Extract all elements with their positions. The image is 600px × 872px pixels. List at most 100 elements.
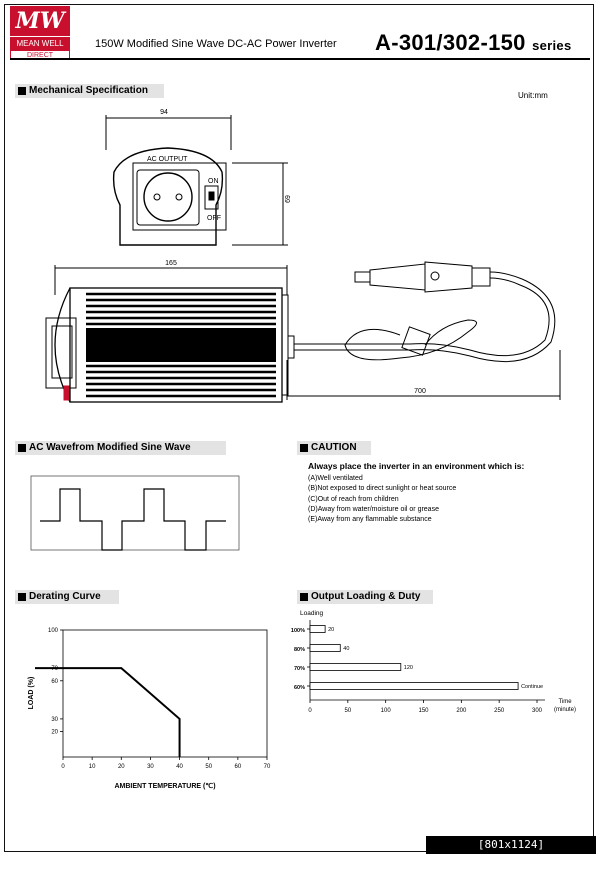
socket-frame (136, 169, 200, 226)
cable-tie (401, 326, 431, 356)
derating-ylabel: LOAD (%) (28, 677, 35, 710)
derating-x-tick-label: 10 (89, 764, 96, 770)
caution-item: (A)Well ventilated (308, 475, 363, 482)
socket-plate (132, 162, 227, 231)
loading-x-tick-label: 150 (418, 708, 429, 714)
power-switch (204, 185, 219, 210)
loading-x-tick-label: 100 (381, 708, 392, 714)
section-wave-label: AC Wavefrom Modified Sine Wave (29, 442, 191, 453)
loading-bar (309, 625, 326, 633)
derating-line (35, 667, 181, 757)
loading-xlabel-unit: (minute) (554, 707, 576, 713)
derating-y-tick-label: 100 (48, 628, 59, 634)
derating-x-tick-label: 40 (176, 764, 183, 770)
caution-title: Always place the inverter in an environm… (308, 461, 525, 471)
derating-x-tick-label: 0 (61, 764, 65, 770)
dim-length-text: 165 (165, 260, 177, 267)
image-host-watermark: [801x1124] https://upic.me/ (426, 836, 596, 869)
section-derating: Derating Curve (15, 590, 119, 604)
caution-item: (E)Away from any flammable substance (308, 516, 432, 524)
bullet-square (300, 444, 308, 452)
dim-height-text: 69 (285, 195, 292, 203)
cable-coil (344, 319, 477, 361)
derating-x-tick-label: 70 (264, 764, 271, 770)
model-number: A-301/302-150 (375, 30, 526, 55)
cable-outer (294, 277, 550, 357)
loading-bar (309, 682, 519, 690)
socket-pin-left (153, 193, 161, 201)
derating-x-tick-label: 60 (235, 764, 242, 770)
logo-mark: MW (10, 6, 70, 36)
caution-list: (A)Well ventilated (B)Not exposed to dir… (308, 474, 456, 525)
front-housing (112, 147, 224, 246)
heatsink-fins (86, 292, 276, 398)
loading-x-tick-label: 200 (456, 708, 467, 714)
section-loading-label: Output Loading & Duty (311, 591, 421, 602)
plug-led (430, 271, 440, 281)
loading-bar-label: 40 (343, 646, 349, 652)
derating-x-tick-label: 20 (118, 764, 125, 770)
datasheet-page (4, 4, 594, 852)
derating-plot-area (62, 629, 268, 758)
loading-x-tick-label: 0 (308, 708, 312, 714)
derating-xlabel: AMBIENT TEMPERATURE (℃) (114, 782, 215, 790)
side-view (45, 265, 295, 403)
loading-bar-label: 20 (328, 627, 334, 633)
switch-rocker (208, 191, 215, 201)
loading-bar (309, 644, 341, 652)
section-loading: Output Loading & Duty (297, 590, 433, 604)
loading-category-label: 80% (294, 647, 305, 653)
loading-xlabel-time: Time (558, 699, 572, 705)
model-series: series (532, 38, 572, 53)
unit-label: Unit:mm (518, 91, 548, 100)
derating-x-tick-label: 30 (147, 764, 154, 770)
socket-pin-right (175, 193, 183, 201)
cable-assembly (286, 261, 561, 400)
loading-bar-label: 120 (404, 665, 413, 671)
section-mechanical-label: Mechanical Specification (29, 85, 148, 96)
derating-x-tick-label: 50 (205, 764, 212, 770)
header-rule (10, 58, 590, 60)
derating-y-tick-label: 30 (51, 717, 58, 723)
modified-sine-waveform (40, 488, 226, 551)
ac-output-label: AC OUTPUT (147, 156, 188, 163)
loading-bar-label: Continue (521, 684, 543, 690)
derating-y-tick-label: 60 (51, 679, 58, 685)
product-model: A-301/302-150 series (375, 30, 572, 56)
side-indicator (63, 385, 70, 401)
bullet-square (18, 593, 26, 601)
side-socket-panel (45, 317, 77, 389)
socket-outlet (143, 172, 193, 222)
loading-category-label: 70% (294, 666, 305, 672)
caution-item: (B)Not exposed to direct sunlight or hea… (308, 485, 457, 493)
switch-on-label: ON (208, 178, 219, 185)
loading-category-label: 60% (294, 685, 305, 691)
meanwell-logo: MW MEAN WELL DIRECT (10, 6, 70, 60)
section-wave: AC Wavefrom Modified Sine Wave (15, 441, 226, 455)
section-derating-label: Derating Curve (29, 591, 101, 602)
cable-gland (287, 335, 295, 359)
side-socket-inner (51, 325, 73, 379)
loading-ylabel: Loading (300, 610, 324, 617)
section-caution-label: CAUTION (311, 442, 357, 453)
caution-item: (D)Away from water/moisture oil or greas… (308, 505, 439, 513)
plug-contact (354, 271, 371, 283)
derating-y-tick-label: 20 (51, 730, 58, 736)
loading-bar (309, 663, 402, 671)
loading-x-tick-label: 250 (494, 708, 505, 714)
loading-x-tick-label: 50 (344, 708, 351, 714)
loading-category-label: 100% (291, 628, 305, 634)
section-caution: CAUTION (297, 441, 371, 455)
front-view (105, 115, 288, 246)
bullet-square (18, 87, 26, 95)
loading-x-tick-label: 300 (532, 708, 543, 714)
caution-item: (C)Out of reach from children (308, 495, 399, 503)
dim-width-text: 94 (160, 109, 168, 116)
cable-inner (294, 271, 556, 362)
logo-brand-name: MEAN WELL (10, 36, 70, 50)
product-subtitle: 150W Modified Sine Wave DC-AC Power Inve… (95, 38, 337, 50)
bullet-square (300, 593, 308, 601)
